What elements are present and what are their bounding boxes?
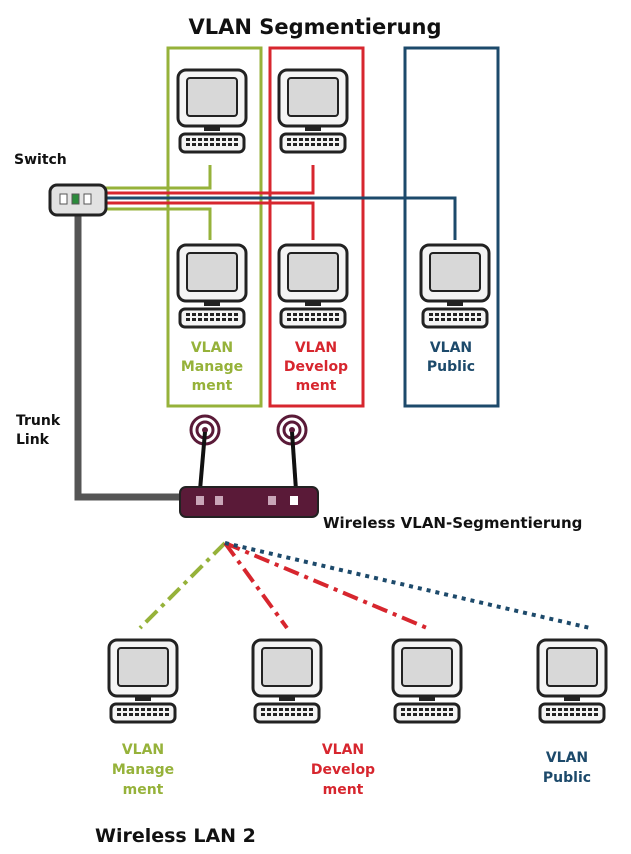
wireless-vlan-public-label: VLAN Public [543, 750, 591, 786]
label-line: ment [296, 378, 337, 394]
wireless-vlan-development-label: VLAN Develop ment [311, 742, 375, 798]
computer-icon [536, 638, 608, 724]
wired-vlan-management-label: VLAN Manage ment [181, 340, 243, 394]
wireless-lan-title: Wireless LAN 2 [95, 825, 256, 847]
label-line: ment [323, 782, 364, 798]
computer-icon [391, 638, 463, 724]
wired-vlan-development-label: VLAN Develop ment [284, 340, 348, 394]
wireless-public-link [224, 541, 591, 630]
computer-icon [107, 638, 179, 724]
development-link-bottom [105, 201, 315, 240]
label-line: ment [123, 782, 164, 798]
computers [107, 68, 608, 724]
wireless-development-link-1 [223, 541, 289, 630]
diagram-title: VLAN Segmentierung [188, 15, 441, 39]
computer-icon [277, 68, 349, 154]
label-line: VLAN [430, 340, 472, 356]
switch-label: Switch [14, 152, 67, 168]
wired-connections [105, 165, 457, 240]
computer-icon [419, 243, 491, 329]
wireless-development-link-2 [224, 541, 428, 630]
antenna-signal-icon [276, 414, 308, 491]
computer-icon [176, 68, 248, 154]
label-line: Manage [181, 359, 243, 375]
wireless-router-icon [179, 486, 319, 518]
label-line: Develop [284, 359, 348, 375]
wireless-segmentation-label: Wireless VLAN-Segmentierung [323, 514, 582, 532]
trunk-link-line [74, 212, 180, 501]
vlan-development-group-box [268, 46, 365, 408]
label-line: Public [543, 770, 591, 786]
switch-icon [48, 183, 108, 217]
label-line: VLAN [122, 742, 164, 758]
label-line: Public [427, 359, 475, 375]
vlan-public-group-box [403, 46, 500, 408]
label-line: VLAN [295, 340, 337, 356]
computer-icon [251, 638, 323, 724]
wired-vlan-public-label: VLAN Public [427, 340, 475, 375]
wireless-connections [138, 541, 591, 630]
trunk-label-line-2: Link [16, 432, 50, 448]
development-link-top [105, 165, 315, 195]
vlan-management-group-box [166, 46, 263, 408]
label-line: ment [192, 378, 233, 394]
wireless-management-link [138, 541, 227, 630]
label-line: Develop [311, 762, 375, 778]
management-link-bottom [105, 207, 212, 240]
label-line: VLAN [546, 750, 588, 766]
label-line: Manage [112, 762, 174, 778]
computer-icon [277, 243, 349, 329]
antenna-signal-icon [189, 414, 221, 491]
management-link-top [105, 165, 212, 190]
label-line: VLAN [322, 742, 364, 758]
public-link [105, 196, 457, 240]
label-line: VLAN [191, 340, 233, 356]
computer-icon [176, 243, 248, 329]
trunk-label-line-1: Trunk [16, 413, 61, 429]
wireless-vlan-management-label: VLAN Manage ment [112, 742, 174, 798]
